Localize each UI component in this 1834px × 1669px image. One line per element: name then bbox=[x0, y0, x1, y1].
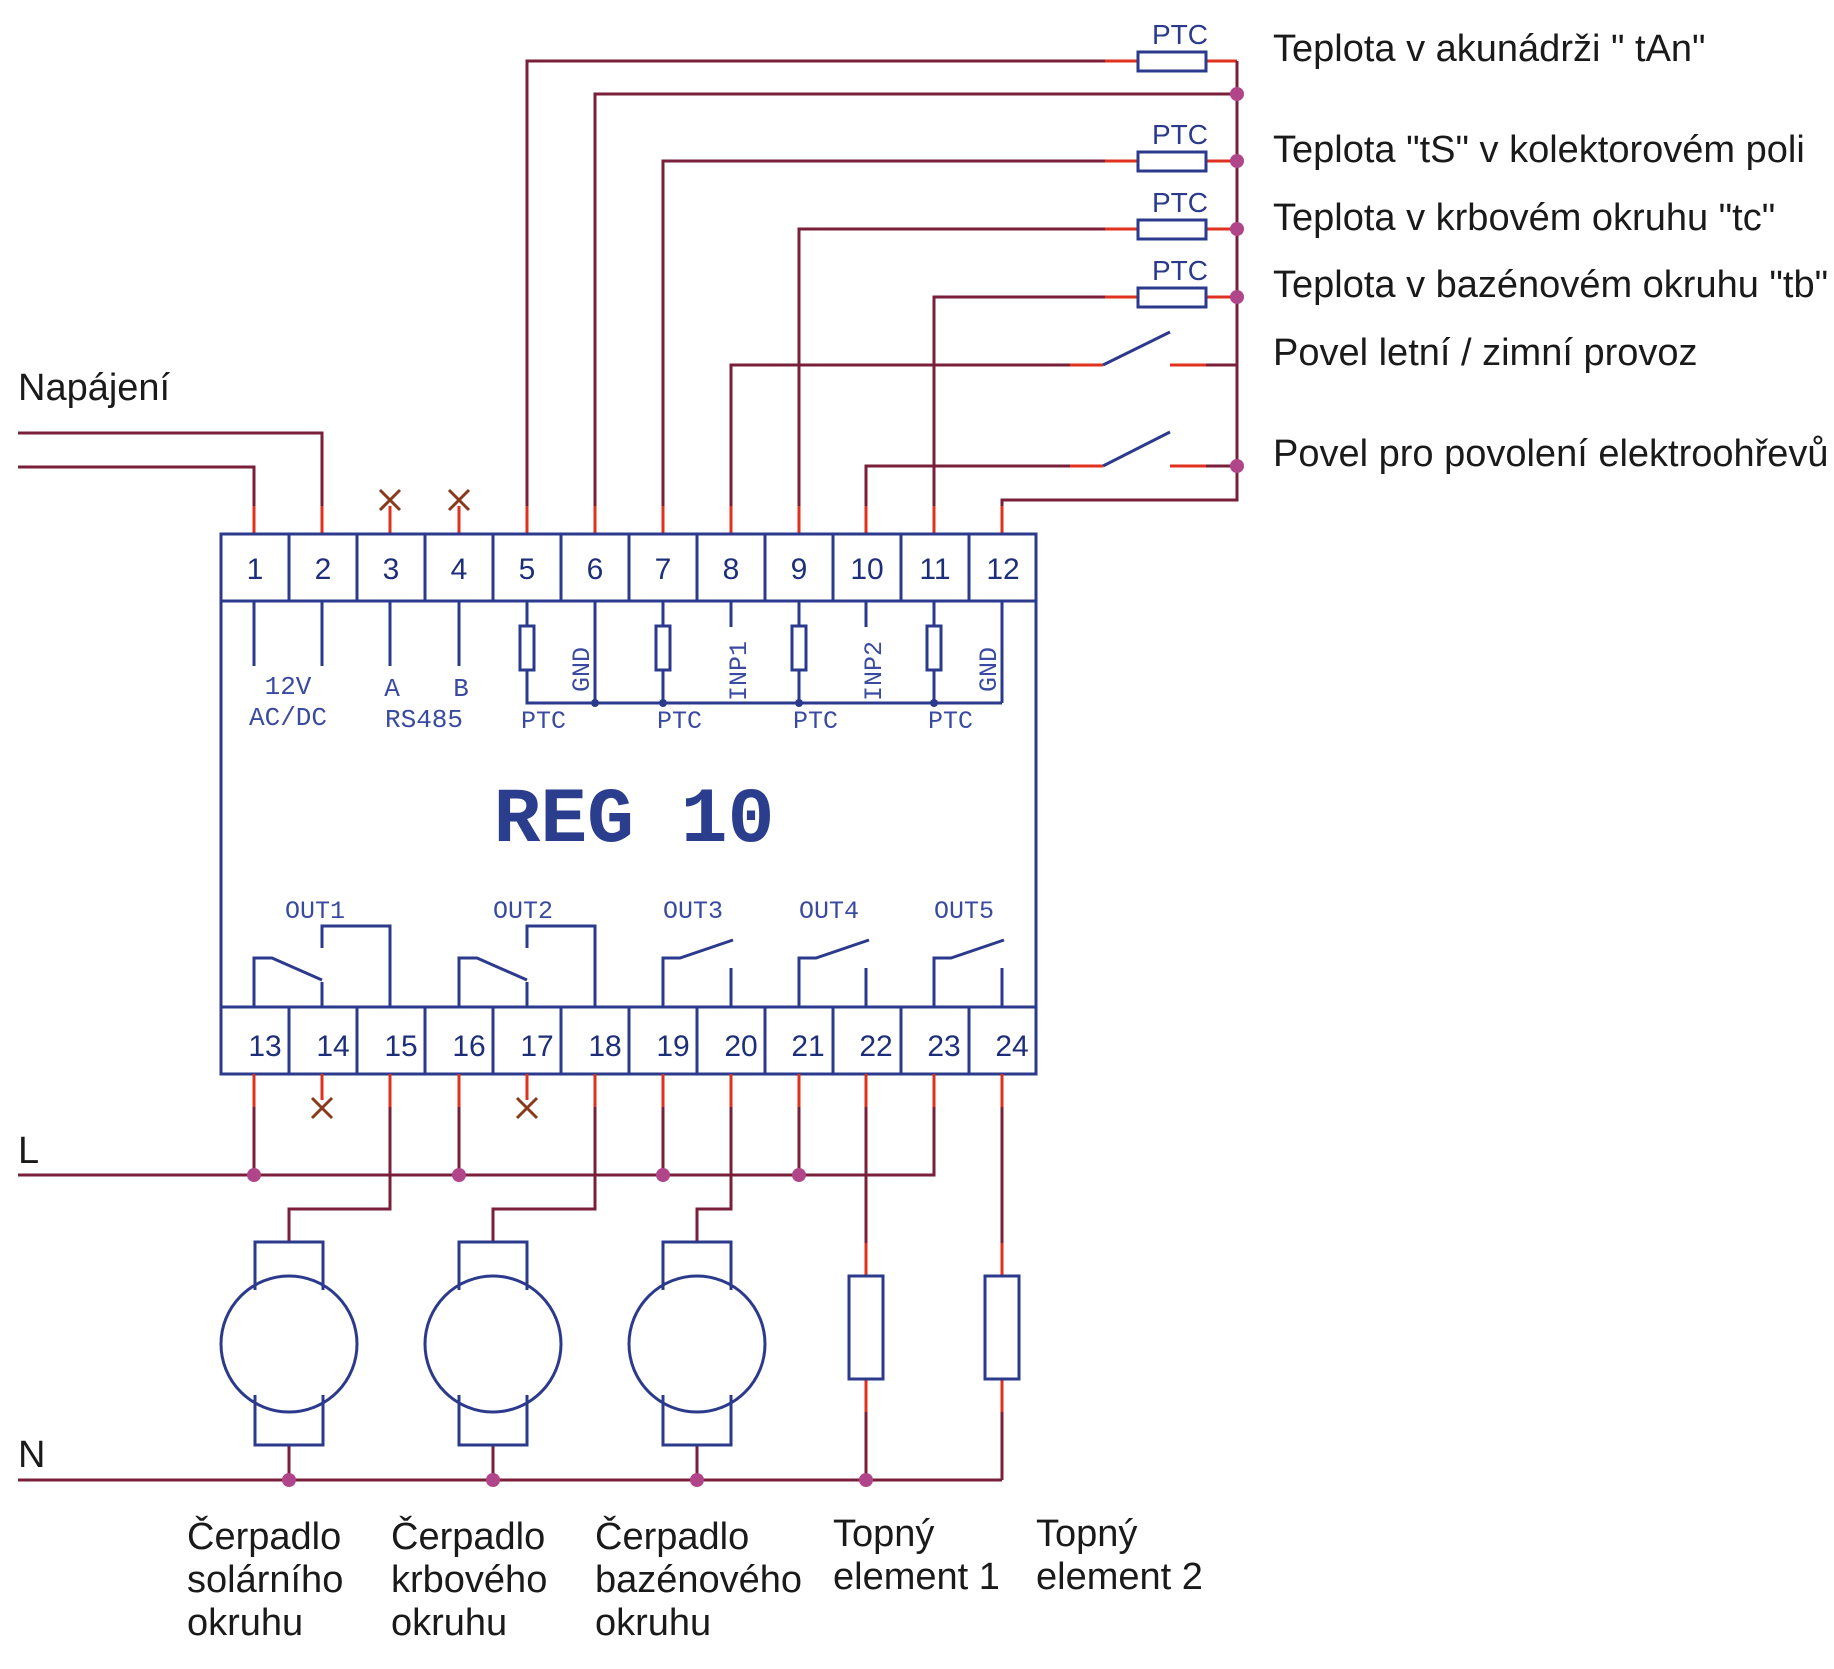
label-gnd: GND bbox=[975, 647, 1004, 692]
load-labels: Čerpadlo solárního okruhu Čerpadlo krbov… bbox=[187, 1513, 1203, 1644]
label-heater-1: element 1 bbox=[833, 1556, 1000, 1598]
pump-motor-pool bbox=[627, 1240, 767, 1447]
label-sensor-tan: Teplota v akunádrži " tAn" bbox=[1273, 28, 1706, 70]
label-gnd: GND bbox=[568, 647, 597, 692]
output-relays: OUT1 OUT2 OUT3 OUT4 OUT5 bbox=[252, 897, 1005, 1007]
pin-16: 16 bbox=[452, 1030, 485, 1063]
pin-6: 6 bbox=[587, 553, 604, 586]
label-ptc: PTC bbox=[657, 707, 702, 736]
label-ptc: PTC bbox=[793, 707, 838, 736]
label-a: A bbox=[384, 674, 400, 704]
ptc-sensor-ts: PTC bbox=[1136, 119, 1208, 173]
unused-marks-top bbox=[378, 488, 471, 534]
ptc-sensor-tan: PTC bbox=[1136, 19, 1208, 73]
label-heater-2: element 2 bbox=[1036, 1556, 1203, 1598]
label-out1: OUT1 bbox=[285, 897, 345, 926]
label-inp1: INP1 bbox=[725, 641, 754, 701]
label-pump-solar: okruhu bbox=[187, 1602, 303, 1644]
label-pump-fireplace: krbového bbox=[391, 1559, 547, 1601]
label-pump-fireplace: Čerpadlo bbox=[391, 1514, 545, 1558]
ptc-sensor-tc: PTC bbox=[1136, 187, 1208, 241]
label-out2: OUT2 bbox=[493, 897, 553, 926]
label-b: B bbox=[453, 674, 469, 704]
label-sensor-ts: Teplota "tS" v kolektorovém poli bbox=[1273, 129, 1805, 171]
supply-wires bbox=[18, 431, 324, 534]
pin-18: 18 bbox=[588, 1030, 621, 1063]
ptc-label: PTC bbox=[1152, 255, 1208, 286]
pin-8: 8 bbox=[723, 553, 740, 586]
label-heater-enable: Povel pro povolení elektroohřevů bbox=[1273, 433, 1829, 475]
ptc-sensor-tb: PTC bbox=[1136, 255, 1208, 309]
label-out3: OUT3 bbox=[663, 897, 723, 926]
reg10-device bbox=[219, 532, 1038, 1076]
device-title: REG 10 bbox=[494, 777, 775, 865]
pin-4: 4 bbox=[451, 553, 468, 586]
power-wiring bbox=[18, 1074, 1004, 1487]
pin-11: 11 bbox=[919, 553, 950, 586]
pin-22: 22 bbox=[859, 1030, 892, 1063]
label-heater-1: Topný bbox=[833, 1513, 934, 1555]
label-inp2: INP2 bbox=[860, 641, 889, 701]
label-out5: OUT5 bbox=[934, 897, 994, 926]
bottom-terminals: 13 14 15 16 17 18 19 20 21 22 23 24 bbox=[248, 1030, 1028, 1063]
ptc-label: PTC bbox=[1152, 119, 1208, 150]
pin-2: 2 bbox=[315, 553, 332, 586]
label-heater-2: Topný bbox=[1036, 1513, 1137, 1555]
pin-24: 24 bbox=[995, 1030, 1028, 1063]
sensor-labels: Teplota v akunádrži " tAn" Teplota "tS" … bbox=[1273, 28, 1829, 475]
label-sensor-tc: Teplota v krbovém okruhu "tc" bbox=[1273, 197, 1775, 239]
label-pump-solar: solárního bbox=[187, 1559, 343, 1601]
pin-14: 14 bbox=[316, 1030, 349, 1063]
label-pump-pool: bazénového bbox=[595, 1559, 802, 1601]
pump-motor-fireplace bbox=[423, 1240, 563, 1447]
top-terminals: 1 2 3 4 5 6 7 8 9 10 11 12 bbox=[247, 553, 1020, 586]
pin-17: 17 bbox=[520, 1030, 553, 1063]
pin-21: 21 bbox=[791, 1030, 824, 1063]
pin-12: 12 bbox=[986, 553, 1019, 586]
pin-13: 13 bbox=[248, 1030, 281, 1063]
pin-19: 19 bbox=[656, 1030, 689, 1063]
junctions-right bbox=[1230, 87, 1244, 473]
heating-element-2 bbox=[983, 1274, 1021, 1381]
supply-label: Napájení bbox=[18, 367, 171, 409]
label-pump-fireplace: okruhu bbox=[391, 1602, 507, 1644]
pin-23: 23 bbox=[927, 1030, 960, 1063]
label-rs485: RS485 bbox=[385, 705, 463, 735]
pin-7: 7 bbox=[655, 553, 672, 586]
sensor-wires bbox=[525, 59, 1239, 534]
pump-motor-solar bbox=[219, 1240, 359, 1447]
inner-inputs: 12V AC/DC A B RS485 GND INP1 INP2 GND PT… bbox=[249, 601, 1004, 736]
label-ptc: PTC bbox=[521, 707, 566, 736]
label-summer-winter: Povel letní / zimní provoz bbox=[1273, 332, 1698, 374]
ptc-label: PTC bbox=[1152, 187, 1208, 218]
line-n-label: N bbox=[18, 1434, 45, 1476]
label-ptc: PTC bbox=[928, 707, 973, 736]
label-out4: OUT4 bbox=[799, 897, 859, 926]
pin-1: 1 bbox=[247, 553, 264, 586]
pin-9: 9 bbox=[791, 553, 808, 586]
label-acdc: AC/DC bbox=[249, 703, 327, 733]
label-pump-pool: okruhu bbox=[595, 1602, 711, 1644]
pin-10: 10 bbox=[850, 553, 883, 586]
label-sensor-tb: Teplota v bazénovém okruhu "tb" bbox=[1273, 264, 1828, 306]
pin-20: 20 bbox=[724, 1030, 757, 1063]
line-l-label: L bbox=[18, 1130, 39, 1172]
label-12v: 12V bbox=[265, 672, 312, 702]
pin-3: 3 bbox=[383, 553, 400, 586]
label-pump-solar: Čerpadlo bbox=[187, 1514, 341, 1558]
label-pump-pool: Čerpadlo bbox=[595, 1514, 749, 1558]
pin-5: 5 bbox=[519, 553, 536, 586]
heating-element-1 bbox=[847, 1274, 885, 1381]
ptc-label: PTC bbox=[1152, 19, 1208, 50]
pin-15: 15 bbox=[384, 1030, 417, 1063]
